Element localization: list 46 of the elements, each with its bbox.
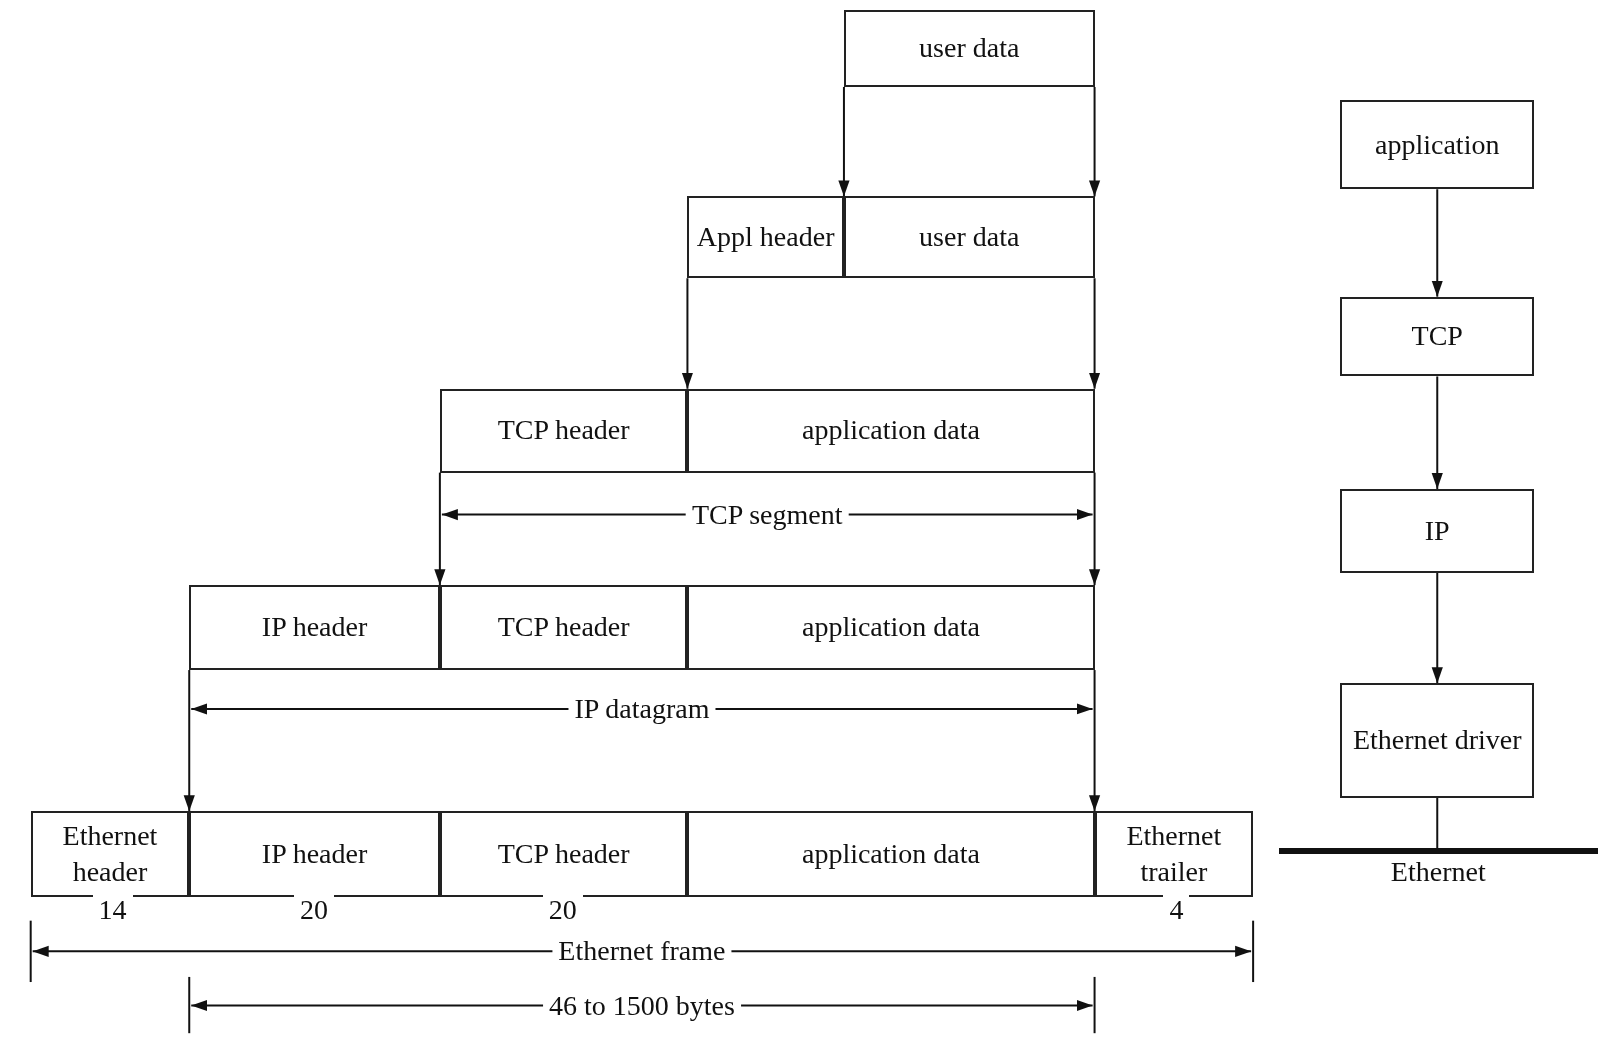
packet-field-box (687, 388, 1095, 473)
arrow (1088, 85, 1101, 198)
packet-field-box (687, 585, 1095, 670)
arrow (183, 669, 195, 813)
box-label: application (1374, 127, 1501, 162)
arrow (1431, 571, 1443, 685)
arrow (1088, 277, 1101, 390)
box-label: IP header (260, 610, 369, 645)
box-label: TCP header (496, 836, 631, 871)
packet-field-box (843, 196, 1095, 279)
box-label: IP header (260, 836, 369, 871)
packet-field-box (439, 811, 688, 898)
packet-field-box (687, 811, 1095, 898)
packet-field-box (1094, 811, 1254, 898)
arrow (681, 277, 694, 390)
box-label: TCP (1410, 319, 1464, 354)
network-label: Ethernet (1389, 854, 1487, 889)
box-label: user data (918, 31, 1021, 66)
box-label: TCP header (496, 413, 631, 448)
box-label: application data (800, 610, 981, 645)
packet-field-box (439, 585, 688, 670)
layer-box (1340, 683, 1535, 798)
packet-field-box (439, 388, 688, 473)
box-label: user data (918, 220, 1021, 255)
box-label: TCP header (496, 610, 631, 645)
box-label: Ethernet driver (1351, 723, 1523, 758)
arrow (1088, 669, 1101, 813)
arrow (434, 471, 446, 587)
arrow (1431, 188, 1443, 298)
arrow (838, 85, 850, 198)
arrow (1088, 471, 1101, 587)
box-label: application data (800, 836, 981, 871)
arrow (1431, 375, 1443, 490)
packet-field-box (189, 585, 440, 670)
packet-field-box (843, 10, 1095, 87)
layer-box (1340, 100, 1535, 190)
packet-field-box (687, 196, 844, 279)
packet-field-box (189, 811, 440, 898)
box-label: application data (800, 413, 981, 448)
box-label: Appl header (695, 220, 836, 255)
box-label: IP (1423, 513, 1451, 548)
box-label: Ethernet header (61, 818, 159, 890)
box-label: Ethernet trailer (1125, 818, 1223, 890)
packet-field-box (30, 811, 190, 898)
layer-box (1340, 296, 1535, 377)
layer-box (1340, 488, 1535, 573)
